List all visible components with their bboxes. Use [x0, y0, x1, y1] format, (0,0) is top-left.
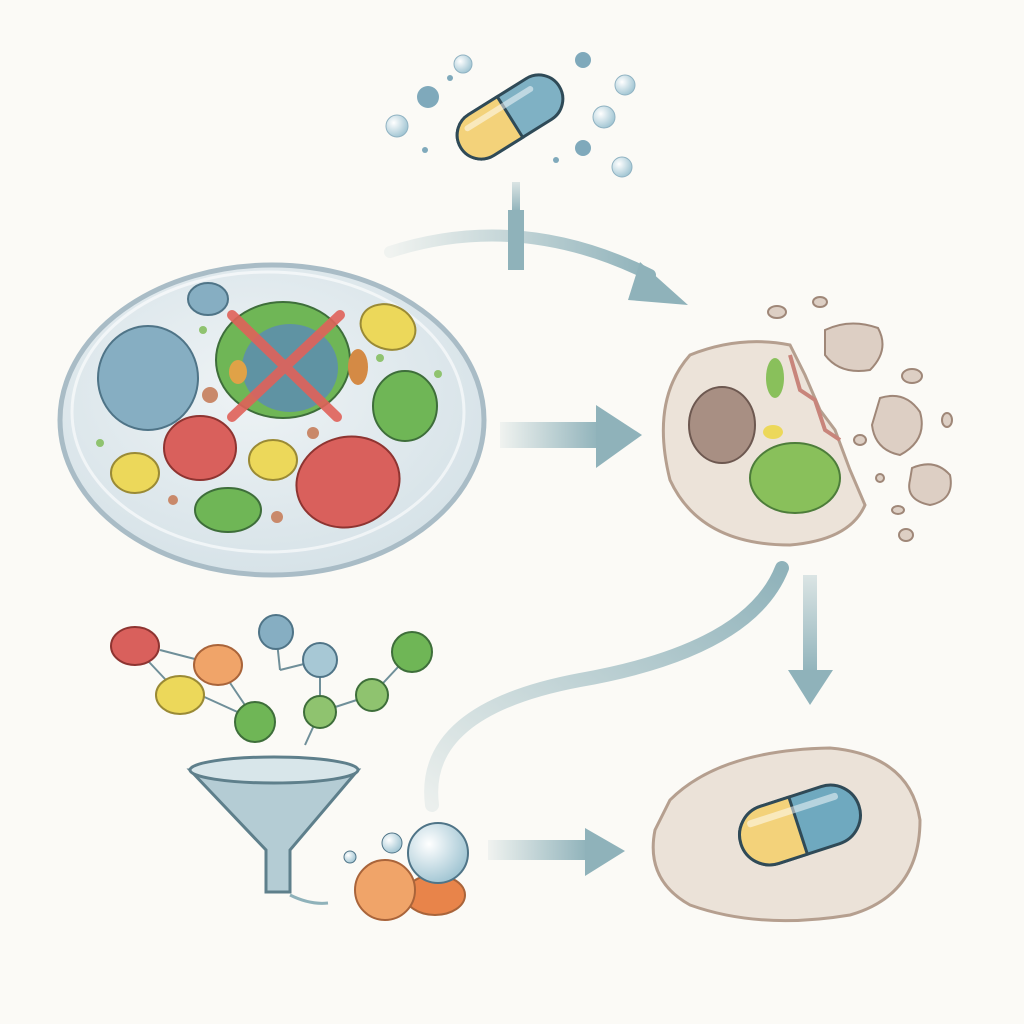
top-arrow	[384, 182, 688, 305]
healthy-cell	[57, 262, 487, 578]
damaged-cell	[661, 296, 953, 547]
debris	[767, 296, 953, 542]
drug-capsule-top	[385, 52, 636, 178]
inhibition-bar	[508, 210, 524, 270]
molecule-cluster	[343, 822, 469, 921]
capsule-icon	[455, 73, 565, 161]
curved-arrow	[424, 561, 789, 812]
middle-arrow	[500, 405, 642, 468]
treated-cell	[651, 746, 922, 923]
down-arrow	[788, 575, 833, 705]
organelle-blue-large	[97, 325, 199, 431]
bubbles	[385, 52, 636, 178]
cross-mark-icon	[227, 310, 345, 422]
bottom-arrow	[488, 828, 625, 876]
funnel-icon	[186, 755, 362, 905]
molecule-network	[110, 614, 433, 746]
